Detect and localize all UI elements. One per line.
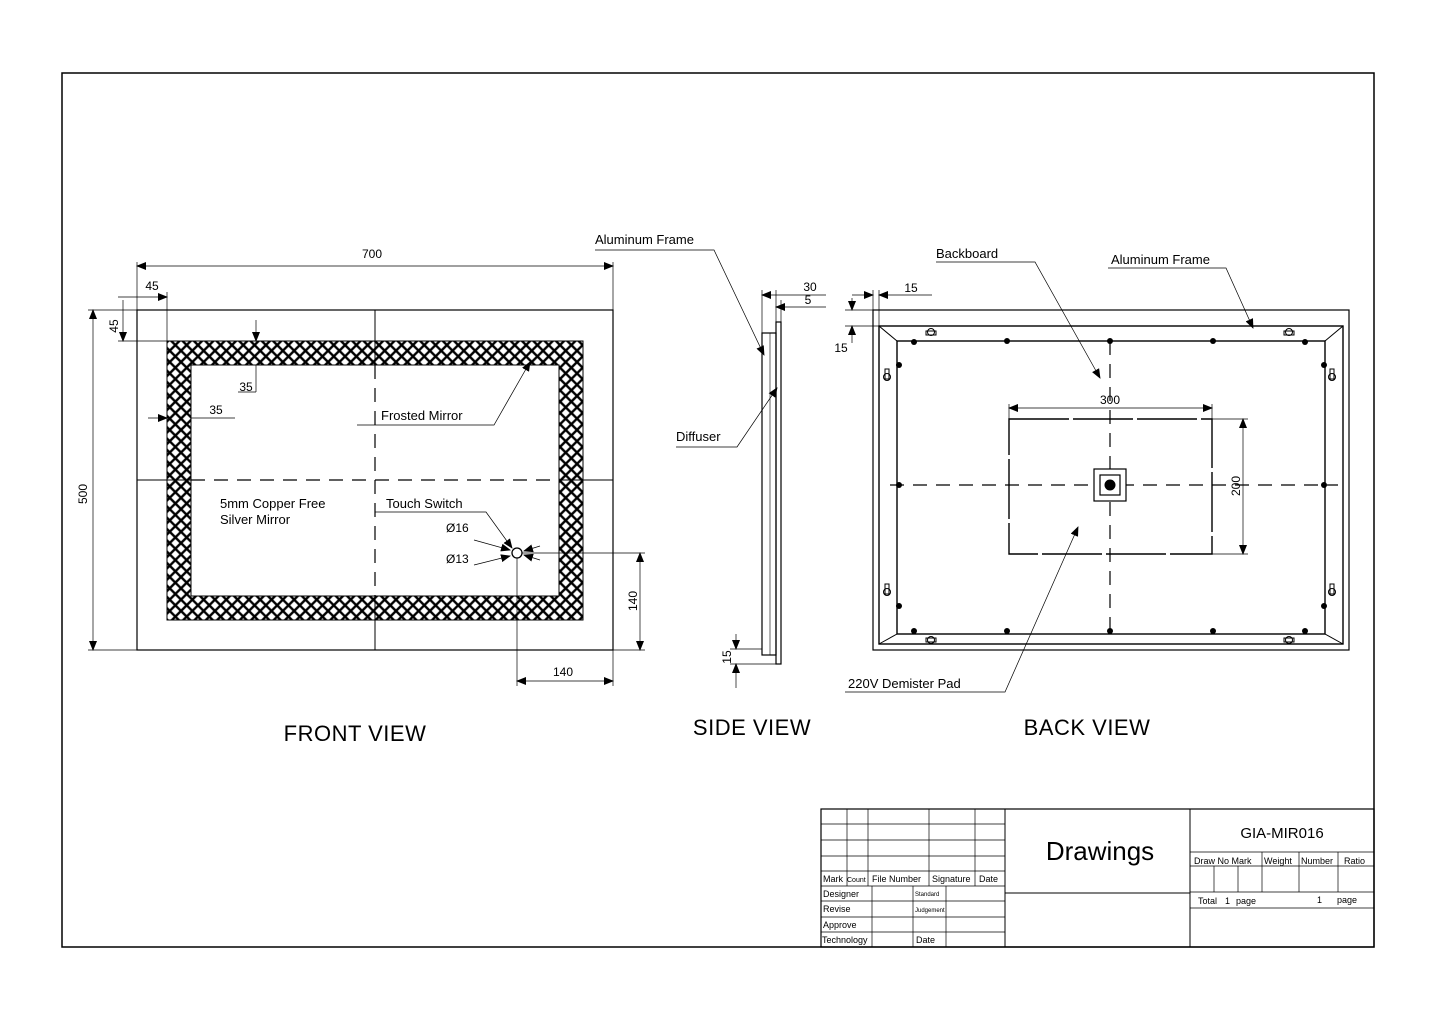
tb-designer: Designer	[823, 889, 859, 899]
tb-file-number: File Number	[872, 874, 921, 884]
front-view-title: FRONT VIEW	[284, 721, 427, 746]
tb-signature: Signature	[932, 874, 971, 884]
tb-drawings-title: Drawings	[1046, 836, 1154, 866]
label-back-aluminum-frame: Aluminum Frame	[1111, 252, 1210, 267]
tb-technology: Technology	[822, 935, 868, 945]
dim-side-5: 5	[805, 293, 812, 307]
tb-page-word: page	[1236, 896, 1256, 906]
mounting-dots	[896, 338, 1327, 634]
tb-date: Date	[979, 874, 998, 884]
label-mirror-line1: 5mm Copper Free	[220, 496, 325, 511]
front-view	[88, 262, 645, 686]
back-outer-frame	[872, 309, 1350, 651]
dim-back-15-h: 15	[904, 281, 918, 295]
dim-diameter-13: Ø13	[446, 552, 469, 566]
label-side-aluminum-frame: Aluminum Frame	[595, 232, 694, 247]
side-body	[761, 332, 777, 656]
tb-revise: Revise	[823, 904, 851, 914]
tb-page-word2: page	[1337, 895, 1357, 905]
tb-date2: Date	[916, 935, 935, 945]
dim-back-300: 300	[1100, 393, 1120, 407]
dim-back-15-v: 15	[834, 341, 848, 355]
back-view-title: BACK VIEW	[1024, 715, 1151, 740]
dim-side-30: 30	[803, 280, 817, 294]
tb-total-count: 1	[1225, 896, 1230, 906]
tb-weight: Weight	[1264, 856, 1292, 866]
side-view-title: SIDE VIEW	[693, 715, 811, 740]
tb-ratio: Ratio	[1344, 856, 1365, 866]
tb-count: Count	[847, 877, 866, 884]
label-diffuser: Diffuser	[676, 429, 721, 444]
label-touch-switch: Touch Switch	[386, 496, 463, 511]
dim-side-15: 15	[720, 650, 734, 664]
sheet-border	[61, 72, 1375, 948]
back-view	[845, 261, 1350, 693]
dim-border-45-left: 45	[107, 319, 121, 333]
label-mirror-line2: Silver Mirror	[220, 512, 291, 527]
label-demister-pad: 220V Demister Pad	[848, 676, 961, 691]
tb-mark: Mark	[823, 874, 843, 884]
label-backboard: Backboard	[936, 246, 998, 261]
dim-diameter-16: Ø16	[446, 521, 469, 535]
keyhole-hanger-icon	[883, 328, 1336, 644]
dim-width-700: 700	[362, 247, 382, 261]
label-frosted-mirror: Frosted Mirror	[381, 408, 463, 423]
dim-back-200: 200	[1229, 476, 1243, 496]
tb-total: Total	[1198, 896, 1217, 906]
tb-draw-no-mark: Draw No Mark	[1194, 856, 1252, 866]
title-block	[820, 808, 1375, 948]
side-view	[595, 249, 826, 688]
tb-approve: Approve	[823, 920, 857, 930]
dim-strip-35-v: 35	[239, 380, 253, 394]
dim-strip-35-h: 35	[209, 403, 223, 417]
dim-switch-140-v: 140	[626, 591, 640, 611]
tb-judgement: Judgement	[915, 908, 945, 914]
tb-page-num: 1	[1317, 895, 1322, 905]
tb-product-code: GIA-MIR016	[1240, 825, 1323, 842]
back-aluminum-frame	[878, 325, 1344, 645]
touch-switch-symbol	[511, 547, 523, 559]
front-led-strip	[166, 340, 584, 621]
tb-number: Number	[1301, 856, 1333, 866]
dim-border-45-top: 45	[145, 279, 159, 293]
dim-height-500: 500	[76, 484, 90, 504]
demister-pad	[1008, 418, 1213, 555]
tb-standard: Standard	[915, 892, 939, 898]
dim-switch-140-h: 140	[553, 665, 573, 679]
